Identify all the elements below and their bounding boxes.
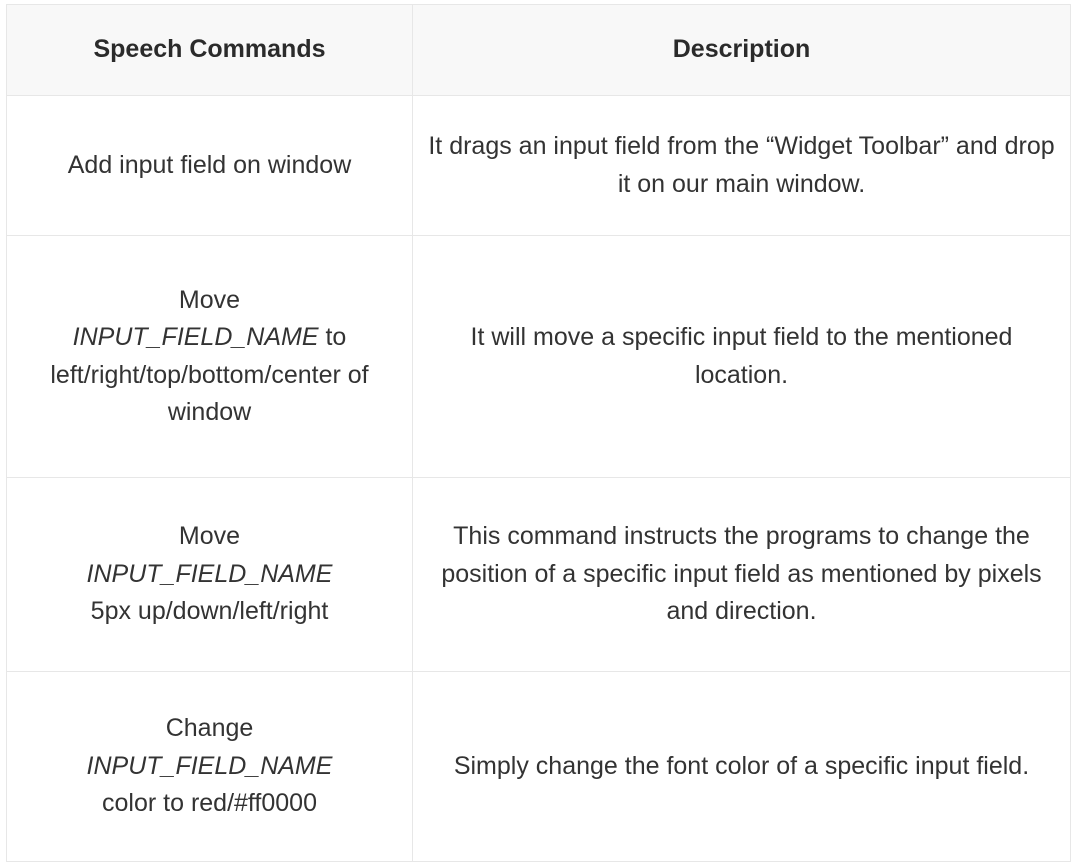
command-text: Add input field on window [67,150,352,179]
command-suffix: 5px up/down/left/right [90,597,329,626]
command-variable: INPUT_FIELD_NAME [72,323,319,351]
command-suffix: to left/right/top/bottom/center of windo… [50,323,369,426]
cell-description: It will move a specific input field to t… [412,235,1071,478]
cell-description: It drags an input field from the “Widget… [412,95,1071,236]
table-header-row: Speech Commands Description [6,4,1071,96]
cell-command: Move INPUT_FIELD_NAME 5px up/down/left/r… [6,477,413,672]
speech-commands-table: Speech Commands Description Add input fi… [6,4,1071,862]
table-row: Move INPUT_FIELD_NAME 5px up/down/left/r… [6,477,1071,672]
table-container: Speech Commands Description Add input fi… [6,4,1071,862]
command-prefix: Change [165,714,254,743]
table-body: Add input field on window It drags an in… [6,95,1071,862]
command-prefix: Move [178,522,241,551]
table-header: Speech Commands Description [6,4,1071,96]
cell-command: Add input field on window [6,95,413,236]
table-row: Add input field on window It drags an in… [6,95,1071,236]
column-header-description: Description [412,4,1071,96]
command-variable: INPUT_FIELD_NAME [86,559,333,588]
command-prefix: Move [178,285,241,314]
cell-description: This command instructs the programs to c… [412,477,1071,672]
column-header-speech-commands: Speech Commands [6,4,413,96]
command-suffix: color to red/#ff0000 [102,789,317,818]
